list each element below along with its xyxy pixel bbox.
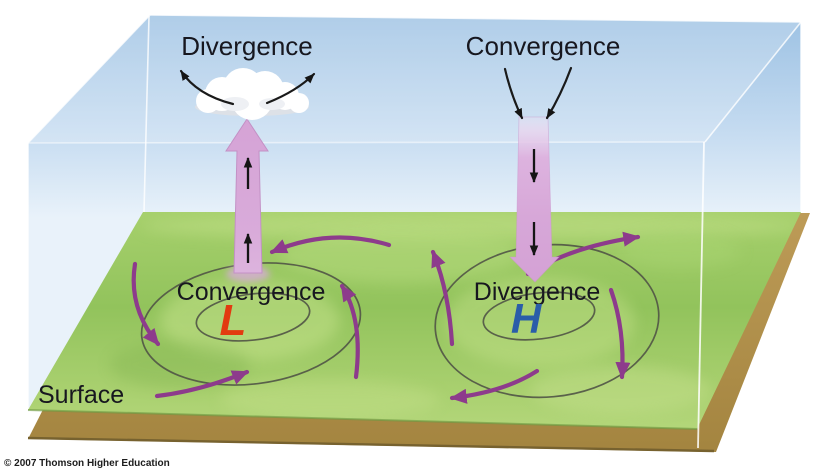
convergence-surface-label: Convergence: [177, 278, 326, 306]
box-edge-front-right-vertical: [697, 141, 705, 449]
convergence-aloft-arrow-left: [503, 67, 524, 120]
divergence-aloft-arrow-right: [265, 72, 316, 105]
isobar-high-inner: [482, 291, 596, 341]
box-top-face: [28, 15, 801, 143]
box-edge-right-diagonal: [704, 21, 802, 143]
grass-front-edge: [27, 409, 698, 430]
upper-flow-arrows: [179, 66, 573, 120]
surface-label: Surface: [38, 381, 124, 409]
column-flow-arrows: [243, 149, 539, 263]
low-pressure-symbol: L: [220, 296, 247, 345]
box-edge-front-top: [27, 141, 706, 144]
copyright-notice: © 2007 Thomson Higher Education: [4, 458, 170, 469]
box-edge-left-diagonal: [27, 14, 151, 144]
box-edge-back-top: [149, 14, 802, 23]
low-inflow-arrow-right: [339, 283, 360, 380]
divergence-surface-label: Divergence: [474, 278, 600, 306]
low-inflow-arrow-bottom: [154, 369, 250, 399]
box-edges: [27, 14, 802, 411]
low-inflow-arrow-left: [131, 261, 161, 347]
high-pressure-symbol: H: [511, 295, 543, 342]
convergence-aloft-label: Convergence: [466, 31, 621, 61]
convergence-aloft-arrow-right: [545, 66, 573, 120]
low-inflow-arrow-top: [269, 235, 392, 255]
high-outflow-arrow-upleft: [430, 249, 455, 347]
divergence-aloft-label: Divergence: [181, 31, 313, 61]
soil-bottom-edge: [27, 436, 715, 453]
high-outflow-arrow-downleft: [449, 368, 540, 404]
downdraft-arrow: [509, 116, 560, 283]
high-outflow-arrow-downright: [608, 287, 631, 380]
divergence-aloft-arrow-left: [179, 69, 235, 106]
isobar-low-inner: [195, 292, 311, 342]
updraft-arrow: [225, 118, 269, 274]
box-edge-back-left-vertical: [143, 15, 150, 213]
